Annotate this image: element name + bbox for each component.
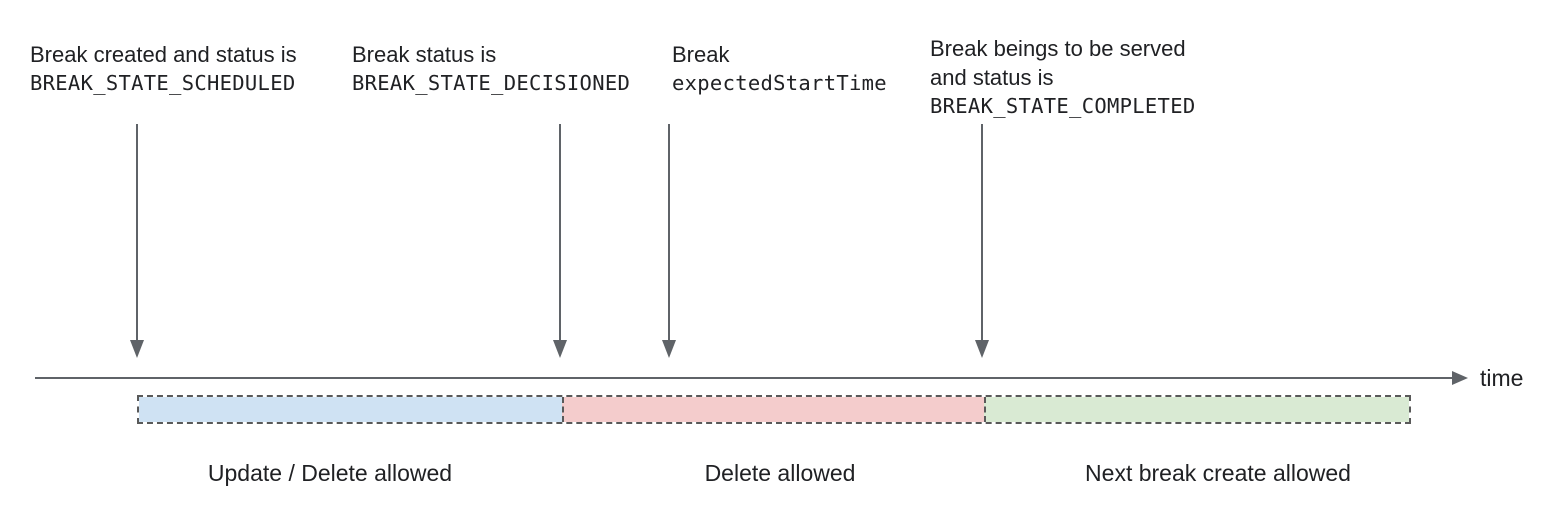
annotation-text: Break created and status is — [30, 42, 297, 67]
segment-update-delete-allowed — [139, 397, 562, 422]
time-axis-label: time — [1480, 365, 1524, 391]
marker-arrow-completed — [975, 124, 989, 358]
segment-next-break-create-allowed — [984, 397, 1409, 422]
period-bar — [137, 395, 1411, 424]
annotation-break-scheduled: Break created and status is BREAK_STATE_… — [30, 40, 297, 98]
segment-label-update-delete-allowed: Update / Delete allowed — [207, 460, 453, 486]
segment-label-next-break-create-allowed: Next break create allowed — [1085, 460, 1351, 486]
marker-arrow-expected-start — [662, 124, 676, 358]
segment-label-delete-allowed: Delete allowed — [704, 460, 856, 486]
marker-arrow-scheduled — [130, 124, 144, 358]
annotation-code: BREAK_STATE_DECISIONED — [352, 71, 631, 95]
annotation-text: Break beings to be served — [930, 36, 1186, 61]
segment-delete-allowed — [562, 397, 984, 422]
arrow-down-icon — [553, 340, 567, 358]
marker-arrow-decisioned — [553, 124, 567, 358]
time-axis-line — [35, 377, 1452, 379]
arrow-down-icon — [662, 340, 676, 358]
annotation-code: BREAK_STATE_SCHEDULED — [30, 71, 296, 95]
annotation-code: expectedStartTime — [672, 71, 887, 95]
annotation-break-completed: Break beings to be served and status is … — [930, 34, 1195, 121]
annotation-break-decisioned: Break status is BREAK_STATE_DECISIONED — [352, 40, 630, 98]
arrow-right-icon — [1452, 371, 1468, 385]
arrow-down-icon — [975, 340, 989, 358]
annotation-text: Break status is — [352, 42, 497, 67]
annotation-text: and status is — [930, 65, 1054, 90]
arrow-down-icon — [130, 340, 144, 358]
annotation-code: BREAK_STATE_COMPLETED — [930, 94, 1196, 118]
annotation-text: Break — [672, 42, 730, 67]
annotation-expected-start-time: Break expectedStartTime — [672, 40, 887, 98]
